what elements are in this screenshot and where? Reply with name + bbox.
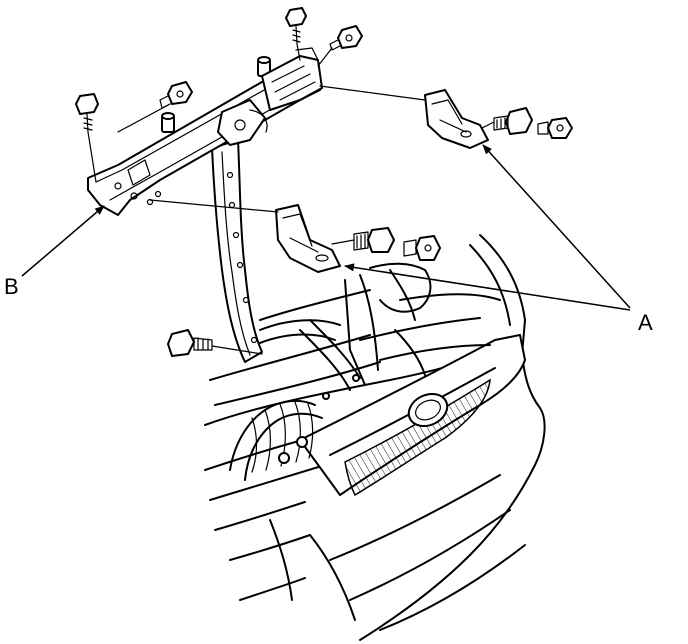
bolt-bracket-lower-1 [353,227,395,253]
bolt-stay-bottom [167,329,213,357]
front-bumper-assembly [204,234,546,641]
bolt-top-center [285,7,307,45]
upper-crossmember [87,47,323,216]
callout-b-arrow [21,205,105,277]
callout-label-b: B [4,274,19,299]
bolt-bracket-upper-1 [493,107,533,135]
bolt-left [75,93,99,133]
alignment-lines [87,43,495,355]
bolt-top-right [329,25,363,51]
callout-a-arrows [344,144,631,311]
bolt-bracket-upper-2 [537,117,573,139]
mounting-bracket-lower [275,204,341,273]
mounting-bracket-upper [424,89,489,149]
bolt-bracket-lower-2 [403,235,441,261]
bolt-left-center [159,81,193,109]
callout-label-a: A [638,310,653,335]
center-support-stay [211,139,263,363]
